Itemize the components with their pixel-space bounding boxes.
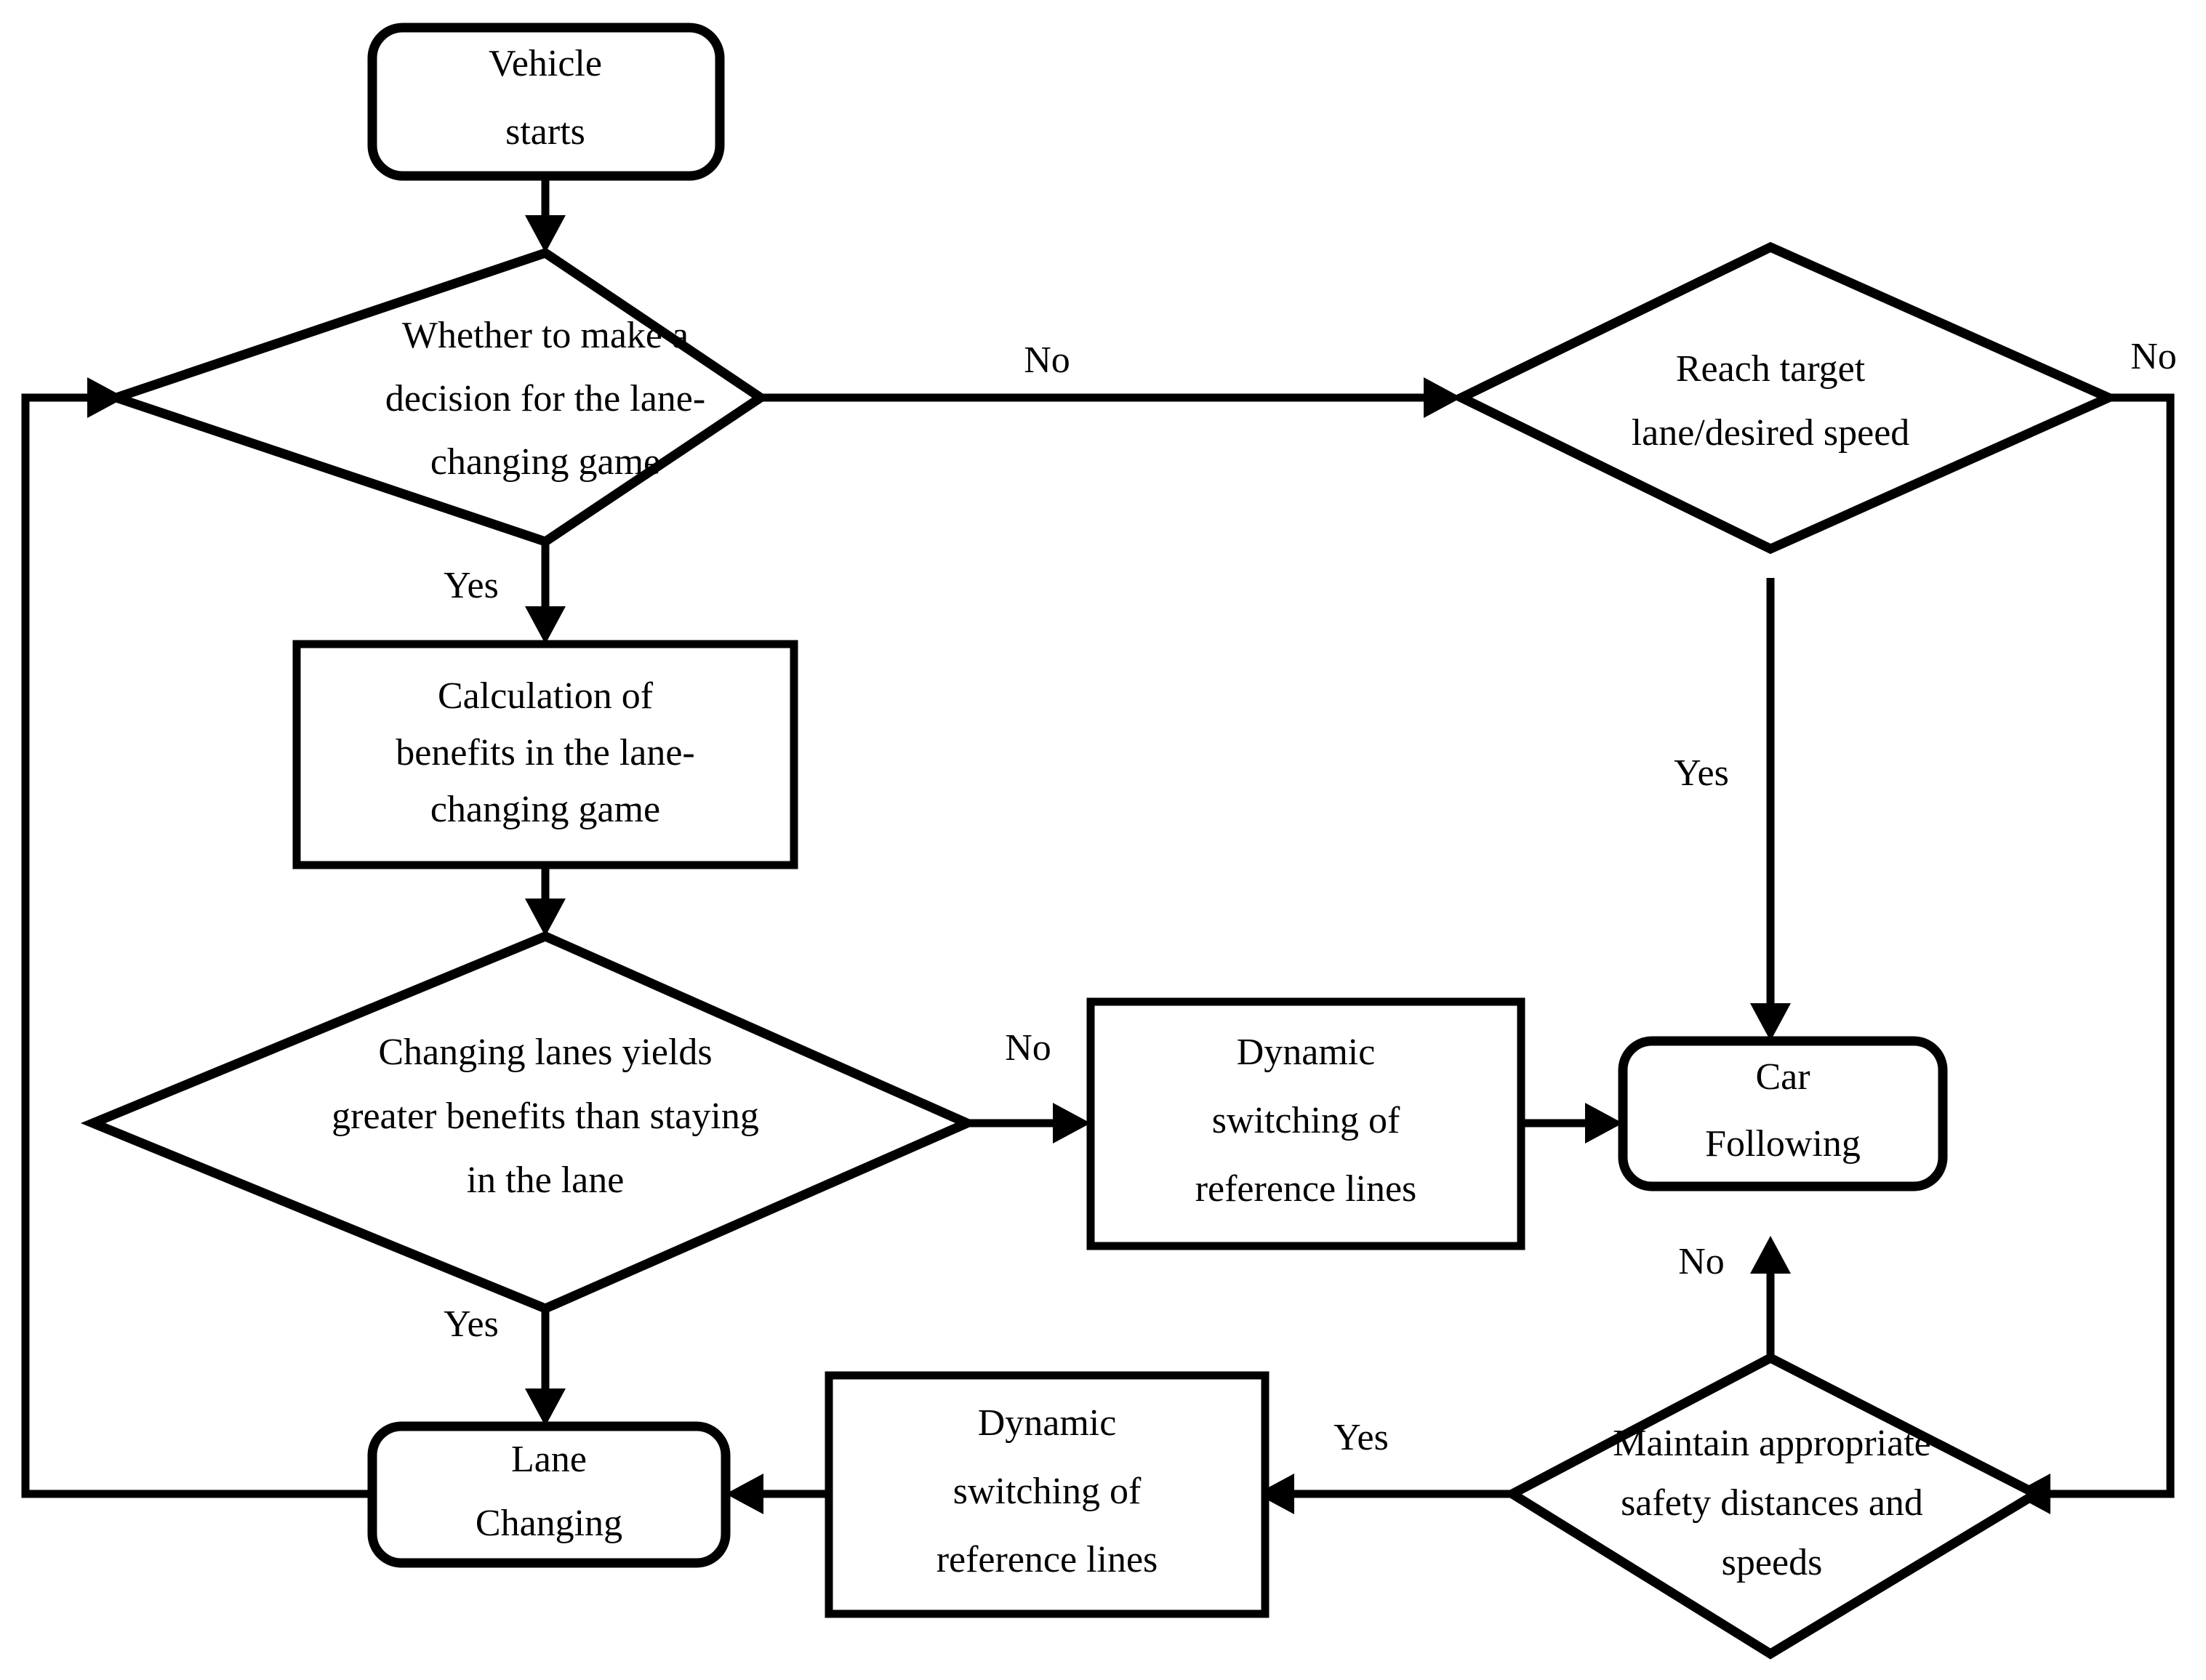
arrow-head-changing-no <box>1053 1103 1091 1144</box>
arrow-head-maintain-yes <box>1256 1474 1294 1514</box>
reach-target-line-0: Reach target <box>1676 348 1866 390</box>
dynamic-switching-upper-line-0: Dynamic <box>1237 1032 1376 1073</box>
node-dynamic-switching-upper[interactable]: Dynamic switching of reference lines <box>1086 997 1525 1250</box>
dynamic-switching-lower-shape <box>825 1371 1270 1618</box>
whether-decision-line-0: Whether to make a <box>402 315 689 356</box>
node-lane-changing[interactable]: Lane Changing <box>367 1421 731 1568</box>
node-car-following[interactable]: Car Following <box>1618 1036 1948 1191</box>
maintain-safety-line-2: speeds <box>1722 1542 1823 1583</box>
edge-label-decision-no: No <box>1024 339 1070 381</box>
vehicle-starts-line-0: Vehicle <box>489 43 602 84</box>
whether-decision-shape <box>101 247 769 547</box>
node-vehicle-starts[interactable]: Vehicle starts <box>367 23 725 181</box>
whether-decision-line-2: changing game <box>430 441 660 483</box>
arrow-head-start-to-decision <box>525 215 566 253</box>
reach-target-line-1: lane/desired speed <box>1632 412 1910 454</box>
changing-lanes-line-1: greater benefits than staying <box>332 1096 759 1137</box>
dynamic-switching-upper-line-1: switching of <box>1212 1100 1400 1141</box>
edge-label-decision-yes: Yes <box>444 565 499 606</box>
maintain-safety-shape <box>1502 1352 2046 1660</box>
calculation-benefits-line-2: changing game <box>430 789 660 830</box>
dynamic-switching-upper-shape <box>1086 997 1525 1250</box>
changing-lanes-line-2: in the lane <box>467 1159 625 1201</box>
calculation-benefits-shape <box>292 640 798 869</box>
edge-reach-no-loop-rail <box>2036 393 2175 1498</box>
calculation-benefits-line-0: Calculation of <box>438 675 654 717</box>
car-following-shape <box>1618 1036 1948 1191</box>
vehicle-starts-shape <box>367 23 725 181</box>
node-changing-lanes-yields[interactable]: Changing lanes yields greater benefits t… <box>80 931 979 1314</box>
maintain-safety-line-1: safety distances and <box>1621 1482 1923 1524</box>
edge-label-changing-yes: Yes <box>444 1303 499 1345</box>
lane-changing-line-0: Lane <box>511 1439 587 1480</box>
reach-target-shape <box>1451 241 2120 555</box>
edges-layer <box>21 176 2175 1514</box>
node-calculation-benefits[interactable]: Calculation of benefits in the lane- cha… <box>292 640 798 869</box>
arrow-head-dynamic-to-car <box>1585 1103 1623 1144</box>
edge-lane-changing-loop-rail <box>21 393 369 1498</box>
car-following-line-0: Car <box>1755 1056 1810 1098</box>
edge-label-maintain-no: No <box>1678 1241 1725 1282</box>
edge-label-reach-no: No <box>2130 336 2177 377</box>
vehicle-starts-line-1: starts <box>505 111 585 153</box>
node-maintain-safety[interactable]: Maintain appropriate safety distances an… <box>1502 1352 2046 1660</box>
edge-label-changing-no: No <box>1005 1027 1051 1069</box>
edge-label-reach-yes: Yes <box>1674 752 1729 794</box>
dynamic-switching-lower-line-1: switching of <box>953 1471 1142 1512</box>
edge-label-maintain-yes: Yes <box>1333 1417 1389 1458</box>
arrow-head-changing-yes <box>525 1388 566 1426</box>
maintain-safety-line-0: Maintain appropriate <box>1613 1423 1931 1464</box>
car-following-line-1: Following <box>1705 1123 1861 1165</box>
node-dynamic-switching-lower[interactable]: Dynamic switching of reference lines <box>825 1371 1270 1618</box>
edge-labels-layer: No Yes No Yes No Yes No Yes <box>444 336 2177 1458</box>
arrow-head-dynamic-lower-to-lane <box>726 1474 763 1514</box>
dynamic-switching-upper-line-2: reference lines <box>1195 1168 1417 1210</box>
changing-lanes-shape <box>80 931 979 1314</box>
arrow-head-decision-no <box>1424 377 1461 418</box>
arrow-head-maintain-no <box>1750 1236 1791 1274</box>
whether-decision-line-1: decision for the lane- <box>385 378 705 419</box>
node-whether-decision[interactable]: Whether to make a decision for the lane-… <box>101 247 769 547</box>
arrow-head-reach-yes <box>1750 1003 1791 1041</box>
calculation-benefits-line-1: benefits in the lane- <box>396 732 695 773</box>
dynamic-switching-lower-line-0: Dynamic <box>978 1402 1117 1444</box>
arrow-head-calculation-to-changing <box>525 899 566 936</box>
changing-lanes-line-0: Changing lanes yields <box>378 1032 712 1073</box>
arrow-head-decision-yes <box>525 606 566 644</box>
lane-changing-shape <box>367 1421 731 1568</box>
dynamic-switching-lower-line-2: reference lines <box>936 1539 1158 1580</box>
lane-changing-line-1: Changing <box>476 1503 622 1544</box>
node-reach-target[interactable]: Reach target lane/desired speed <box>1451 241 2120 555</box>
